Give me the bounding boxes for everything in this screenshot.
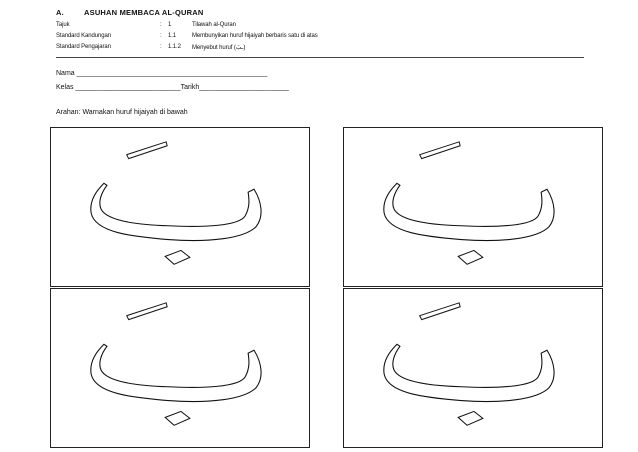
meta-code: 1 <box>168 22 172 28</box>
meta-colon: : <box>160 44 162 50</box>
coloring-card-2[interactable] <box>343 127 603 287</box>
class-date-field-line: Kelas ___________________________Tarikh_… <box>56 84 289 91</box>
ba-letter-outline-icon <box>90 141 262 265</box>
meta-desc: Menyebut huruf (ـبَ) <box>192 45 246 51</box>
meta-colon: : <box>160 22 162 28</box>
name-field-line: Nama ___________________________________… <box>56 70 268 77</box>
meta-code: 1.1 <box>168 33 177 39</box>
meta-label: Tajuk <box>56 22 70 28</box>
coloring-card-1[interactable] <box>50 127 310 287</box>
meta-code: 1.1.2 <box>168 44 181 50</box>
meta-label: Standard Pengajaran <box>56 44 111 50</box>
coloring-card-3[interactable] <box>50 288 310 448</box>
section-title: ASUHAN MEMBACA AL-QURAN <box>84 8 204 17</box>
meta-desc: Tilawah al-Quran <box>192 22 236 28</box>
header-divider <box>56 57 584 58</box>
coloring-card-4[interactable] <box>343 288 603 448</box>
ba-letter-outline-icon <box>90 302 262 426</box>
section-number: A. <box>56 8 64 17</box>
meta-label: Standard Kandungan <box>56 33 111 39</box>
meta-colon: : <box>160 33 162 39</box>
section-heading: A. ASUHAN MEMBACA AL-QURAN <box>56 8 203 17</box>
meta-desc: Membunyikan huruf hijaiyah berbaris satu… <box>192 33 318 39</box>
ba-letter-outline-icon <box>383 141 555 265</box>
ba-letter-outline-icon <box>383 302 555 426</box>
instruction-text: Arahan: Warnakan huruf hijaiyah di bawah <box>56 109 188 116</box>
